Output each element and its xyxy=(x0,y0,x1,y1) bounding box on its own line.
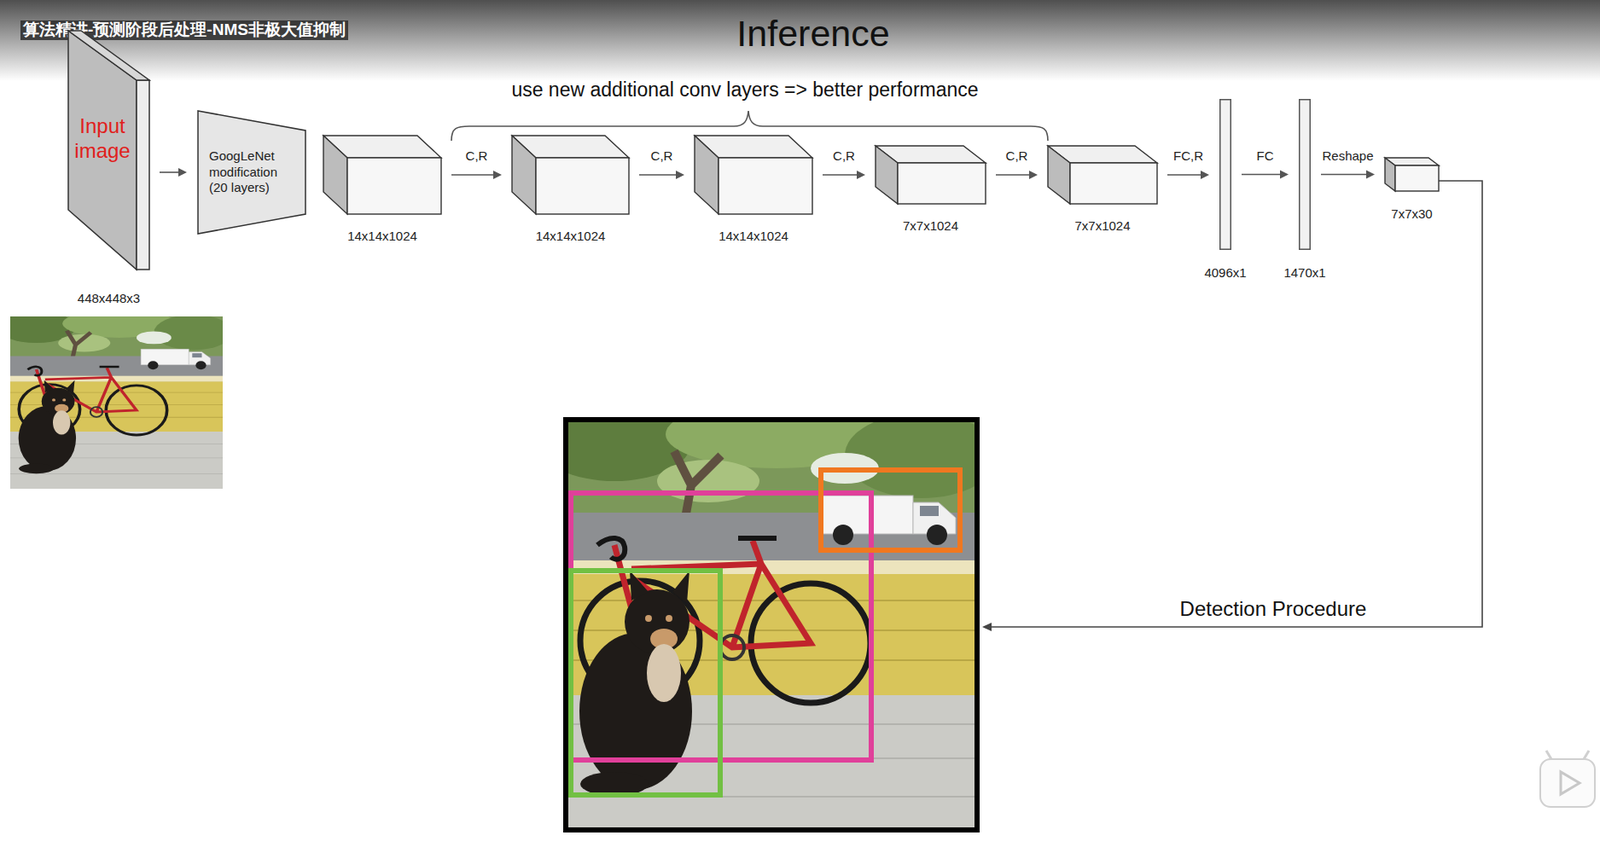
dimension-label: 4096x1 xyxy=(1204,265,1246,281)
fc-bar xyxy=(1220,99,1232,251)
annotation: use new additional conv layers => better… xyxy=(508,78,981,103)
cube-side xyxy=(694,135,719,215)
feature-cube: 7x7x1024 xyxy=(875,145,986,204)
cube-outline xyxy=(323,135,442,215)
node-label: Input image xyxy=(68,114,137,164)
edge-label: FC xyxy=(1255,148,1276,164)
slab-side xyxy=(136,80,150,270)
connector-arrow xyxy=(159,168,187,177)
cube-outline xyxy=(1047,145,1158,204)
green-detection-box xyxy=(570,570,721,796)
input-photo xyxy=(0,309,233,489)
arrowhead xyxy=(493,170,502,180)
feature-cube: 7x7x1024 xyxy=(1047,145,1158,204)
connector-arrow xyxy=(822,170,866,180)
dimension-label: 14x14x1024 xyxy=(535,228,606,245)
arrowhead xyxy=(1200,170,1210,180)
cube-outline xyxy=(512,135,629,215)
bar-outline xyxy=(1219,98,1232,251)
feature-cube: 14x14x1024 xyxy=(323,135,442,215)
dimension-label: 448x448x3 xyxy=(77,290,140,307)
bar-outline xyxy=(1298,98,1311,251)
cube-outline xyxy=(875,145,986,204)
cube-front xyxy=(1070,162,1158,204)
node-label: GoogLeNet modification (20 layers) xyxy=(209,148,298,197)
cube-side xyxy=(875,145,898,204)
edge-label: Reshape xyxy=(1320,148,1375,164)
arrowhead xyxy=(675,170,685,180)
edge-label: C,R xyxy=(649,148,675,164)
connector-line xyxy=(451,174,495,176)
edge-label: FC,R xyxy=(1171,148,1205,164)
connector-line xyxy=(1320,174,1368,176)
play-icon xyxy=(1540,750,1595,808)
dimension-label: 14x14x1024 xyxy=(347,228,418,245)
connector-line xyxy=(1167,174,1202,176)
cube-front xyxy=(347,157,442,215)
arrowhead xyxy=(178,168,187,177)
fc-layer: 4096x1 xyxy=(1219,98,1232,251)
cube-side xyxy=(1047,145,1071,204)
dimension-label: 14x14x1024 xyxy=(718,228,789,245)
connector-line xyxy=(159,171,180,174)
dimension-label: 1470x1 xyxy=(1283,265,1326,281)
edge-label: C,R xyxy=(464,148,490,164)
flow-label: Detection Procedure xyxy=(1177,597,1370,623)
connector-arrow xyxy=(1241,170,1289,180)
cube-front xyxy=(897,162,986,204)
cube-side xyxy=(1384,157,1396,192)
dimension-label: 7x7x30 xyxy=(1390,206,1432,222)
connector-line xyxy=(822,174,858,176)
feature-cube: 14x14x1024 xyxy=(694,135,813,215)
backbone-block: GoogLeNet modification (20 layers) xyxy=(197,110,307,235)
dimension-label: 7x7x1024 xyxy=(1074,218,1130,234)
trapezoid xyxy=(197,110,306,234)
edge-label: C,R xyxy=(831,148,857,164)
connector-arrow xyxy=(1167,170,1210,180)
connector-arrow xyxy=(639,170,685,180)
fc-bar xyxy=(1299,99,1311,251)
arrowhead xyxy=(1280,170,1289,180)
arrowhead xyxy=(856,170,866,180)
connector-arrow xyxy=(1320,170,1375,180)
connector-line xyxy=(1241,174,1281,176)
fc-layer: 1470x1 xyxy=(1298,98,1311,251)
feature-cube: 7x7x30 xyxy=(1384,157,1439,192)
arrowhead xyxy=(1366,170,1375,180)
cube-outline xyxy=(1384,157,1439,192)
output-photo xyxy=(537,400,999,833)
feature-cube: 14x14x1024 xyxy=(512,135,629,215)
cube-side xyxy=(512,135,536,215)
detection-line xyxy=(989,180,1483,628)
cube-front xyxy=(535,157,629,215)
edge-label: C,R xyxy=(1004,148,1030,164)
cube-side xyxy=(323,135,348,215)
connector-arrow xyxy=(995,170,1038,180)
arrowhead xyxy=(1029,170,1038,180)
connector-arrow xyxy=(451,170,502,180)
orange-detection-box xyxy=(820,470,960,551)
cube-front xyxy=(718,157,813,215)
slab-top xyxy=(68,30,150,81)
diagram-title: Inference xyxy=(736,11,890,57)
cube-outline xyxy=(694,135,813,215)
input-slab: Input image448x448x3 xyxy=(68,30,150,270)
dimension-label: 7x7x1024 xyxy=(902,218,959,234)
cube-front xyxy=(1395,165,1439,192)
connector-line xyxy=(995,174,1030,176)
connector-line xyxy=(639,174,677,176)
arrowhead xyxy=(982,622,992,632)
